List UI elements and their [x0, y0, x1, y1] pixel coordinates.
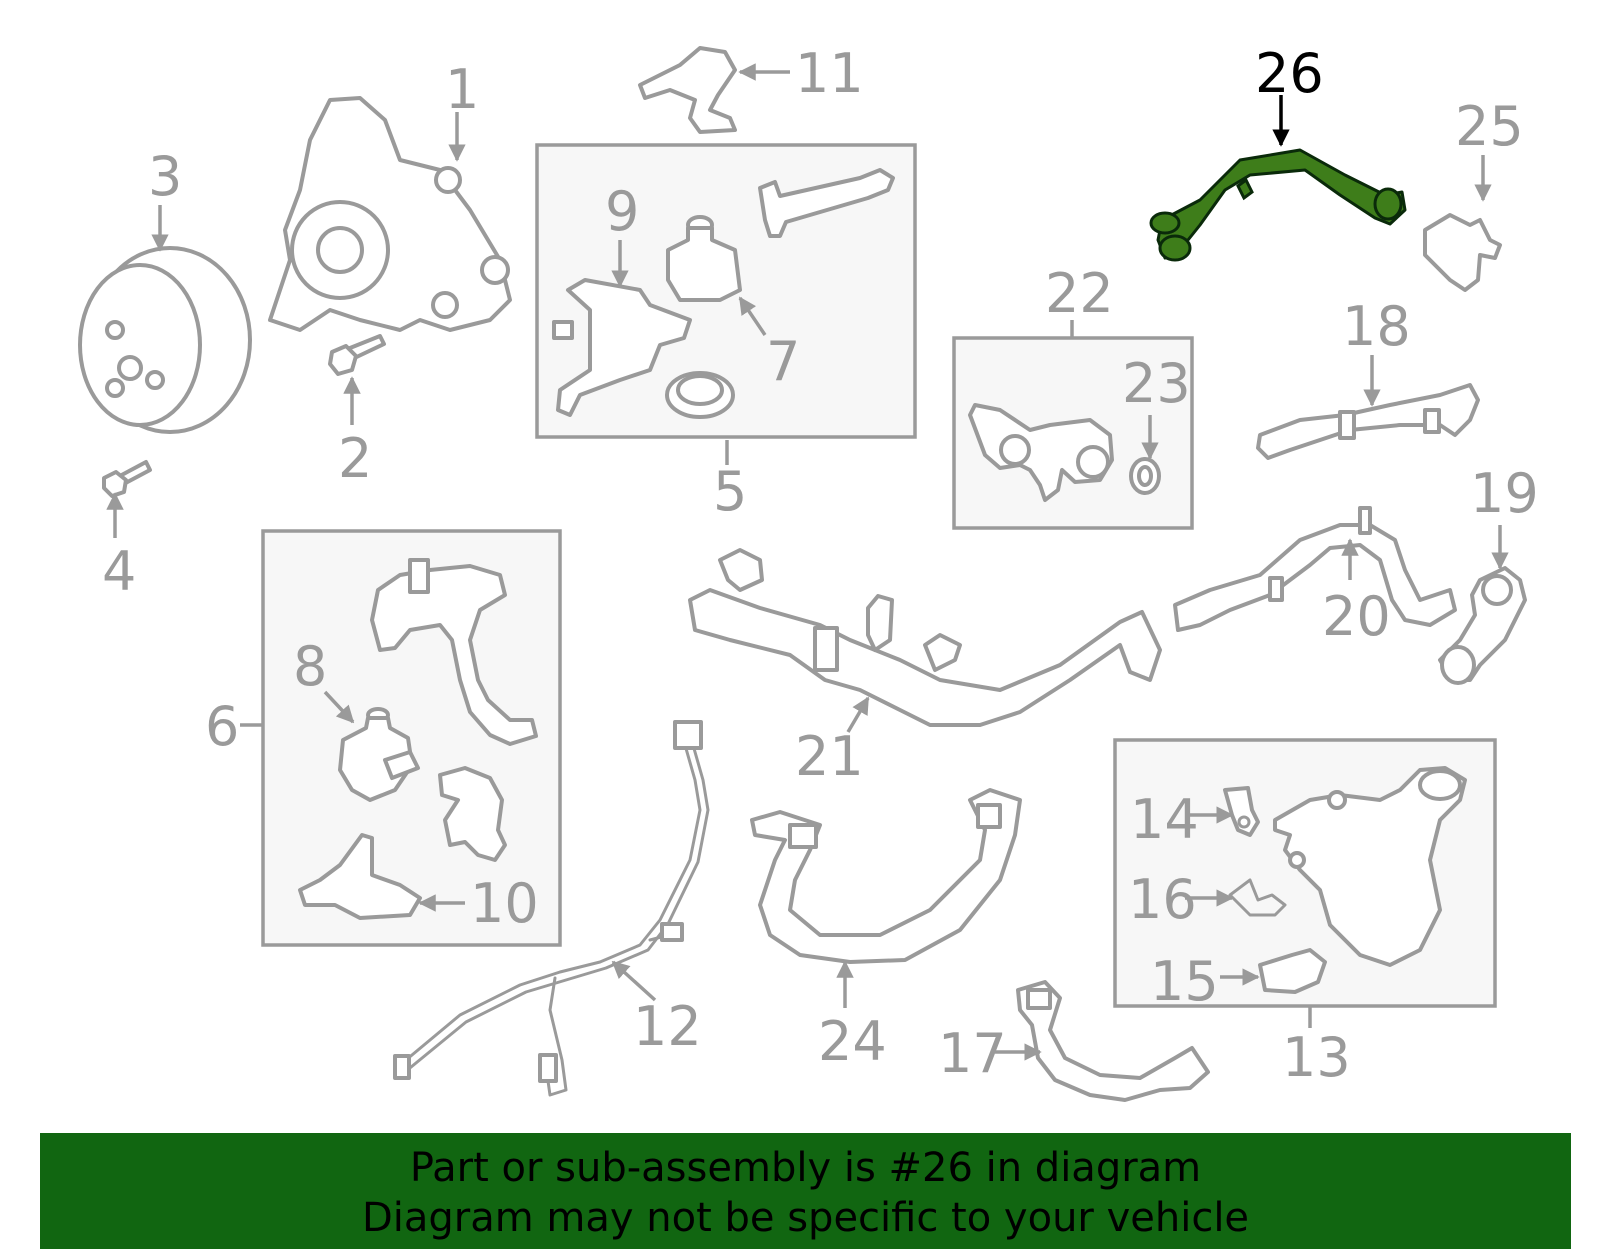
- part-23-seal: [1129, 457, 1161, 495]
- banner-line-2: Diagram may not be specific to your vehi…: [361, 1195, 1250, 1241]
- callout-25: 25: [1455, 95, 1524, 158]
- part-12-harness: [393, 720, 710, 1097]
- part-15-sensor: [1258, 948, 1327, 994]
- part-1-pump-housing: [268, 96, 512, 332]
- leader-lines: [106, 63, 1509, 1061]
- callout-16: 16: [1128, 868, 1197, 931]
- part-10-bracket: [298, 833, 422, 920]
- callout-3: 3: [148, 145, 182, 208]
- callout-24: 24: [818, 1010, 887, 1073]
- callout-22: 22: [1045, 262, 1114, 325]
- callout-20: 20: [1322, 585, 1391, 648]
- part-16-clip: [1228, 878, 1287, 917]
- callout-5: 5: [713, 460, 747, 523]
- callout-labels: 1 2 3 4 5 6 7 8 9 10 11 12 13 14 15 16 1…: [102, 42, 1539, 1089]
- part-25-valve: [1423, 213, 1502, 292]
- part-20-pipe: [1173, 506, 1457, 632]
- callout-10: 10: [470, 872, 539, 935]
- part-21-pipe: [688, 548, 1162, 727]
- part-13-housing: [1273, 766, 1467, 967]
- part-8-pump: [338, 707, 420, 802]
- callout-19: 19: [1470, 462, 1539, 525]
- callout-6: 6: [205, 695, 239, 758]
- callout-11: 11: [795, 42, 864, 105]
- part-18-hose: [1256, 383, 1480, 460]
- callout-2: 2: [338, 427, 372, 490]
- info-banner: Part or sub-assembly is #26 in diagram D…: [40, 1133, 1571, 1249]
- part-22-housing: [968, 403, 1114, 502]
- callout-14: 14: [1130, 788, 1199, 851]
- part-24-hose: [750, 788, 1022, 964]
- callout-18: 18: [1342, 295, 1411, 358]
- part-2-bolt: [328, 334, 386, 376]
- part-11-clamp: [638, 46, 737, 134]
- callout-9: 9: [605, 180, 639, 243]
- callout-8: 8: [293, 635, 327, 698]
- part-6-hose: [370, 558, 538, 746]
- part-6-elbow: [438, 766, 507, 862]
- part-5-ring: [665, 371, 735, 419]
- callout-21: 21: [795, 725, 864, 788]
- callout-26: 26: [1255, 42, 1324, 105]
- callout-17: 17: [938, 1022, 1007, 1085]
- callout-13: 13: [1282, 1026, 1351, 1089]
- callout-1: 1: [445, 58, 479, 121]
- part-7-pump: [666, 215, 742, 302]
- callout-15: 15: [1150, 950, 1219, 1013]
- part-5-pipe: [758, 168, 895, 238]
- part-19-fitting: [1438, 566, 1527, 685]
- part-26-hose: [1149, 148, 1407, 262]
- part-4-bolt: [102, 460, 152, 498]
- part-9-bracket: [552, 278, 692, 417]
- callout-23: 23: [1122, 352, 1191, 415]
- callout-12: 12: [633, 995, 702, 1058]
- callout-4: 4: [102, 540, 136, 603]
- callout-7: 7: [766, 330, 800, 393]
- banner-line-1: Part or sub-assembly is #26 in diagram: [409, 1145, 1202, 1191]
- part-3-pulley: [78, 246, 252, 434]
